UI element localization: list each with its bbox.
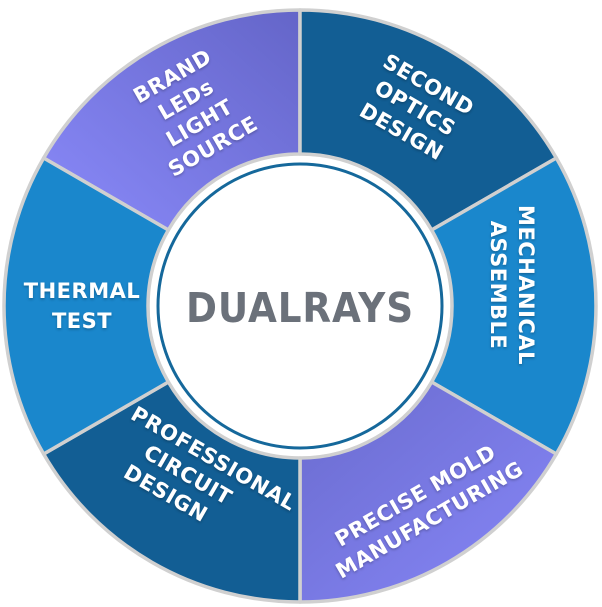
segment-professional-circuit[interactable]: [41, 380, 302, 604]
label-thermal-test-line-1: THERMAL: [24, 279, 140, 303]
label-mechanical-assemble: MECHANICAL ASSEMBLE: [486, 205, 538, 365]
segment-precise-mold[interactable]: [298, 380, 559, 604]
center-ring-stroke: [156, 162, 444, 450]
segment-brand-leds[interactable]: [41, 8, 302, 232]
label-thermal-test: THERMAL TEST: [24, 279, 140, 333]
segment-thermal-test[interactable]: [2, 156, 171, 456]
label-thermal-test-line-2: TEST: [52, 309, 112, 333]
label-mechanical-assemble-line-2: ASSEMBLE: [486, 221, 510, 350]
center-brand-title: DUALRAYS: [186, 284, 414, 332]
label-mechanical-assemble-line-1: MECHANICAL: [514, 205, 538, 365]
segment-second-optics[interactable]: [298, 8, 559, 232]
segment-mechanical-assemble[interactable]: [429, 156, 598, 456]
ring-segments: [2, 8, 598, 604]
